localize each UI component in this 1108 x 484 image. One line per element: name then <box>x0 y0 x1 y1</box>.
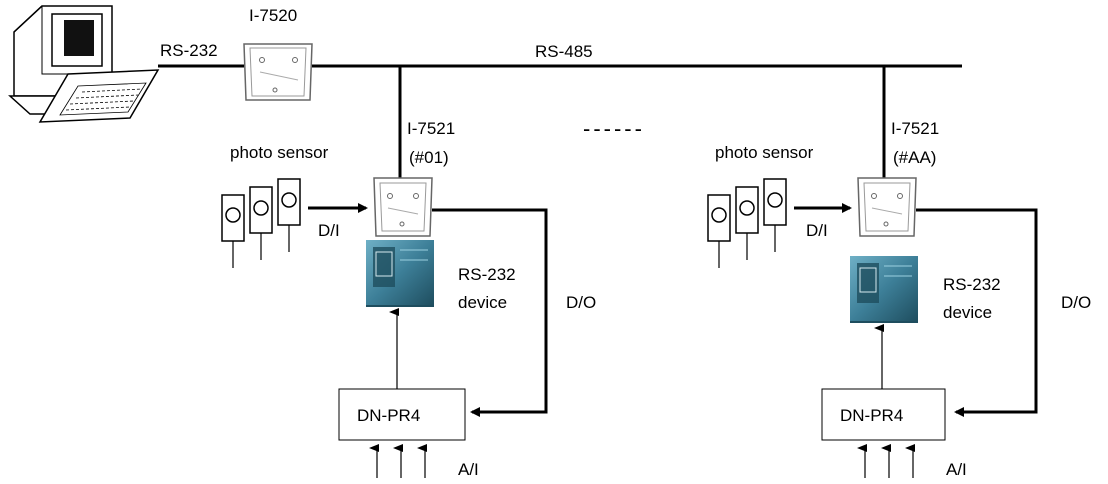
node2-do-label: D/O <box>1061 293 1091 312</box>
node-aa: I-7521 (#AA) photo sensor D/I <box>707 66 1091 479</box>
node2-di-label: D/I <box>806 221 828 240</box>
host-link-label: RS-232 <box>160 41 218 60</box>
node1-dnpr4-box <box>338 388 466 441</box>
plc-device-icon <box>850 256 918 323</box>
node1-do-label: D/O <box>566 293 596 312</box>
photo-sensor-icon <box>249 186 273 260</box>
node1-device-label-1: RS-232 <box>458 265 516 284</box>
photo-sensor-icon <box>707 194 731 268</box>
node1-sensor-label: photo sensor <box>230 143 329 162</box>
node2-ai-label: A/I <box>946 460 967 479</box>
converter-label: I-7520 <box>249 6 297 25</box>
node2-dnpr4-label: DN-PR4 <box>840 406 903 425</box>
node2-address-label: (#AA) <box>893 148 936 167</box>
node1-ai-label: A/I <box>458 460 479 479</box>
node2-sensor-label: photo sensor <box>715 143 814 162</box>
computer-icon <box>8 5 160 123</box>
plc-device-icon <box>366 240 434 307</box>
io-module-icon <box>857 177 917 237</box>
node1-do-line <box>432 208 548 417</box>
bus-label: RS-485 <box>535 42 593 61</box>
io-module-icon <box>373 177 433 237</box>
node1-module-label: I-7521 <box>407 119 455 138</box>
node1-dnpr4-label: DN-PR4 <box>357 406 420 425</box>
photo-sensor-icon <box>763 178 787 252</box>
photo-sensor-icon <box>277 178 301 252</box>
node-01: I-7521 (#01) photo sensor D/I <box>221 66 596 479</box>
photo-sensor-icon <box>735 186 759 260</box>
node2-module-label: I-7521 <box>891 119 939 138</box>
photo-sensor-icon <box>221 194 245 268</box>
node2-device-label-2: device <box>943 303 992 322</box>
node1-address-label: (#01) <box>409 148 449 167</box>
node1-device-label-2: device <box>458 293 507 312</box>
node1-di-label: D/I <box>318 221 340 240</box>
separator-dashes: ------ <box>583 116 645 141</box>
node2-do-line <box>916 208 1038 417</box>
node2-device-label-1: RS-232 <box>943 275 1001 294</box>
converter-module-icon <box>243 43 313 101</box>
node2-dnpr4-box <box>821 388 946 441</box>
